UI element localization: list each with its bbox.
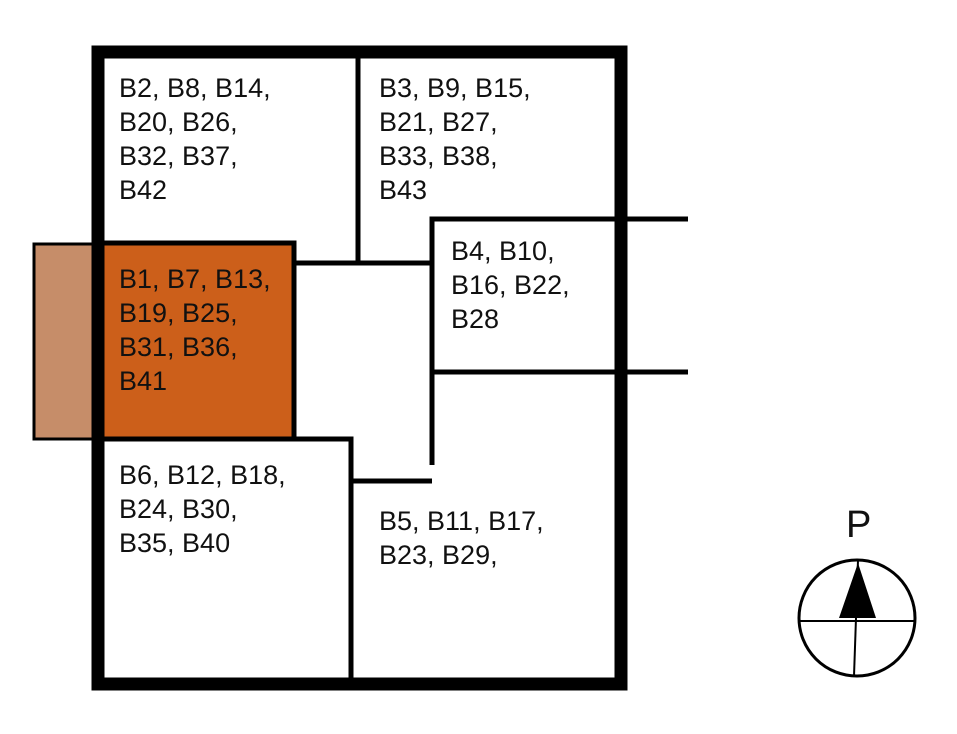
unit-line: B16, B22,	[451, 270, 570, 300]
unit-line: B21, B27,	[379, 107, 498, 137]
unit-label-south-west: B6, B12, B18, B24, B30, B35, B40	[119, 458, 286, 560]
unit-line: B33, B38,	[379, 141, 498, 171]
unit-line: B31, B36,	[119, 332, 238, 362]
unit-line: B6, B12, B18,	[119, 460, 286, 490]
unit-label-south-east: B5, B11, B17, B23, B29,	[379, 504, 544, 572]
unit-label-west-highlighted: B1, B7, B13, B19, B25, B31, B36, B41	[119, 262, 271, 398]
unit-line: B1, B7, B13,	[119, 264, 271, 294]
unit-line: B35, B40	[119, 528, 231, 558]
inner-walls	[104, 52, 688, 684]
unit-line: B24, B30,	[119, 494, 238, 524]
unit-label-north-west: B2, B8, B14, B20, B26, B32, B37, B42	[119, 71, 271, 207]
unit-line: B42	[119, 175, 168, 205]
unit-label-north-east: B3, B9, B15, B21, B27, B33, B38, B43	[379, 71, 531, 207]
unit-line: B19, B25,	[119, 298, 238, 328]
unit-line: B43	[379, 175, 428, 205]
unit-label-east: B4, B10, B16, B22, B28	[451, 234, 570, 336]
unit-line: B2, B8, B14,	[119, 73, 271, 103]
unit-line: B28	[451, 304, 500, 334]
unit-line: B4, B10,	[451, 236, 555, 266]
outer-walls	[91, 45, 628, 691]
compass-label: P	[846, 504, 872, 546]
unit-line: B3, B9, B15,	[379, 73, 531, 103]
north-arrow-compass-icon	[797, 558, 917, 678]
unit-line: B23, B29,	[379, 540, 498, 570]
unit-line: B32, B37,	[119, 141, 238, 171]
balcony	[32, 242, 100, 441]
unit-line: B41	[119, 366, 168, 396]
unit-line: B20, B26,	[119, 107, 238, 137]
highlighted-unit-fill	[104, 243, 294, 439]
unit-line: B5, B11, B17,	[379, 506, 544, 536]
